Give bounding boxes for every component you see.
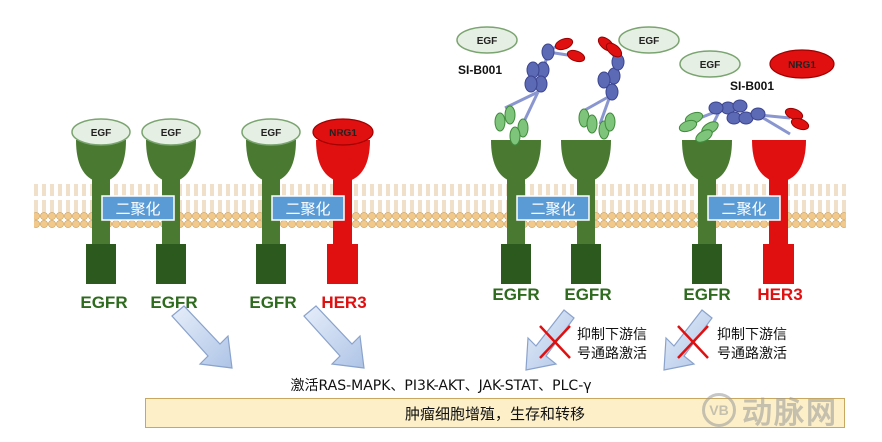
egf-ligand: EGF bbox=[71, 118, 131, 146]
receptor-group-egfr-egfr: EGF EGF 二聚化 EGFR EGFR bbox=[71, 118, 201, 312]
inhibit-caption-line2: 号通路激活 bbox=[577, 345, 647, 362]
watermark-text: 动脉网 bbox=[742, 396, 838, 431]
blocked-arrow bbox=[663, 309, 713, 371]
watermark-logo-icon: VB bbox=[702, 393, 736, 427]
dimer-label: 二聚化 bbox=[115, 200, 160, 218]
egf-label: EGF bbox=[700, 60, 721, 71]
receptor-label-egfr: EGFR bbox=[150, 293, 197, 312]
egfr-receptor bbox=[246, 140, 296, 284]
egfr-receptor bbox=[491, 140, 541, 284]
egfr-receptor bbox=[76, 140, 126, 284]
sib001-antibody bbox=[494, 37, 586, 146]
activation-arrow bbox=[171, 305, 233, 369]
block-cross bbox=[539, 325, 571, 359]
her3-receptor bbox=[752, 140, 806, 284]
blocked-arrow bbox=[525, 309, 575, 371]
dimer-box bbox=[516, 195, 590, 221]
egf-ligand: EGF bbox=[679, 50, 741, 78]
watermark: VB 动脉网 bbox=[702, 388, 838, 432]
nrg1-ligand: NRG1 bbox=[769, 49, 835, 79]
dimer-label: 二聚化 bbox=[530, 200, 575, 218]
receptor-group-egfr-egfr-sib001: 二聚化 EGFR EGFR EGF EGF bbox=[456, 26, 680, 304]
egf-label: EGF bbox=[639, 36, 660, 47]
inhibit-caption-line2: 号通路激活 bbox=[717, 345, 787, 362]
dimer-box bbox=[271, 195, 345, 221]
egfr-receptor bbox=[682, 140, 732, 284]
dimer-label: 二聚化 bbox=[721, 200, 766, 218]
receptor-label-egfr: EGFR bbox=[249, 293, 296, 312]
nrg1-label: NRG1 bbox=[788, 60, 816, 71]
receptor-label-egfr: EGFR bbox=[683, 285, 730, 304]
inhibit-caption-line1: 抑制下游信 bbox=[577, 327, 647, 343]
dimer-box bbox=[707, 195, 781, 221]
antibody-label: SI-B001 bbox=[458, 63, 502, 77]
egf-label: EGF bbox=[261, 128, 282, 139]
block-cross bbox=[677, 325, 709, 359]
nrg1-label: NRG1 bbox=[329, 128, 357, 139]
sib001-antibody bbox=[578, 36, 625, 140]
egf-ligand: EGF bbox=[456, 26, 518, 54]
receptor-group-egfr-her3-sib001: 二聚化 EGFR HER3 EGF NRG1 bbox=[678, 49, 835, 304]
activation-arrow bbox=[303, 305, 365, 369]
dimer-label: 二聚化 bbox=[285, 200, 330, 218]
antibody-label: SI-B001 bbox=[730, 79, 774, 93]
outcome-label: 肿瘤细胞增殖，生存和转移 bbox=[404, 404, 585, 423]
receptor-group-egfr-her3: EGF NRG1 二聚化 EGFR HER3 bbox=[241, 118, 374, 312]
egf-ligand: EGF bbox=[618, 26, 680, 54]
egfr-receptor bbox=[561, 140, 611, 284]
receptor-label-her3: HER3 bbox=[321, 293, 366, 312]
receptor-label-her3: HER3 bbox=[757, 285, 802, 304]
inhibit-caption-line1: 抑制下游信 bbox=[717, 327, 787, 343]
egf-label: EGF bbox=[91, 128, 112, 139]
nrg1-ligand: NRG1 bbox=[312, 118, 374, 146]
receptor-label-egfr: EGFR bbox=[564, 285, 611, 304]
egf-ligand: EGF bbox=[141, 118, 201, 146]
receptor-label-egfr: EGFR bbox=[80, 293, 127, 312]
egf-label: EGF bbox=[161, 128, 182, 139]
sib001-antibody bbox=[678, 99, 810, 143]
dimer-box bbox=[101, 195, 175, 221]
egf-label: EGF bbox=[477, 36, 498, 47]
egf-ligand: EGF bbox=[241, 118, 301, 146]
pathway-label: 激活RAS-MAPK、PI3K-AKT、JAK-STAT、PLC-γ bbox=[290, 378, 592, 394]
receptor-label-egfr: EGFR bbox=[492, 285, 539, 304]
